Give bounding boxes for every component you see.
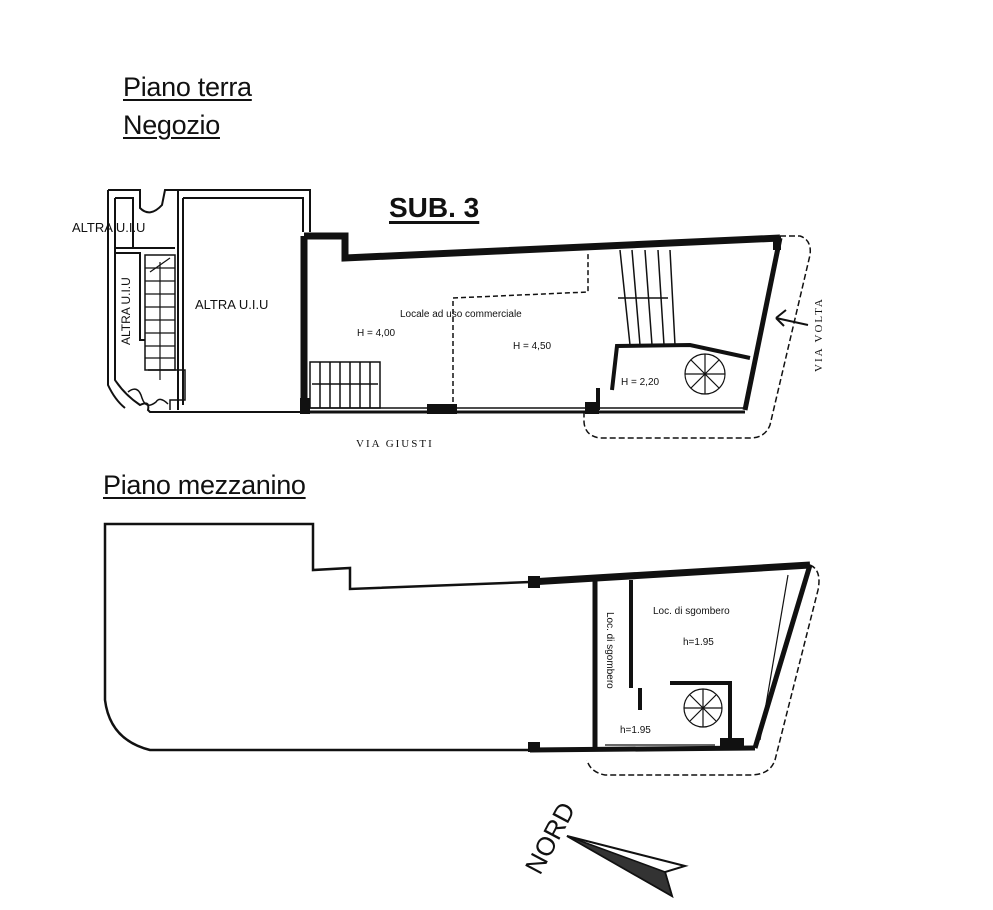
ground-floor-title: Piano terra <box>123 72 252 102</box>
mezz-height-label-1: h=1.95 <box>683 637 714 648</box>
other-unit-left-block <box>107 189 311 413</box>
mezzanine-title: Piano mezzanino <box>103 470 306 500</box>
height-label-1: H = 4,00 <box>357 328 396 339</box>
height-label-2: H = 4,50 <box>513 341 552 352</box>
other-unit-label-vertical: ALTRA U.I.U <box>119 277 133 345</box>
mezz-room-label-1: Loc. di sgombero <box>653 606 730 617</box>
back-room-wall <box>610 342 751 391</box>
mezzanine-plan <box>103 522 820 776</box>
ground-floor-plan <box>107 189 812 439</box>
mezzanine-boundary-dashed <box>586 564 820 776</box>
north-arrow-icon <box>566 835 689 899</box>
street-label-via-giusti: VIA GIUSTI <box>356 438 434 450</box>
mezzanine-projection-line <box>452 254 589 410</box>
mezz-room-label-2: Loc. di sgombero <box>604 612 615 689</box>
ground-floor-subtitle: Negozio <box>123 110 220 140</box>
east-boundary-dashed <box>583 235 812 439</box>
entrance-arrow-icon <box>775 309 809 327</box>
spiral-stair-icon <box>684 353 726 395</box>
other-unit-label-center: ALTRA U.I.U <box>195 297 268 312</box>
sub-label: SUB. 3 <box>389 192 480 223</box>
mezz-height-label-2: h=1.95 <box>620 725 651 736</box>
stair-left <box>309 361 381 409</box>
street-label-via-volta: VIA VOLTA <box>813 297 825 372</box>
mezzanine-outline <box>103 522 531 752</box>
other-unit-label-top: ALTRA U.I.U <box>72 220 145 235</box>
mezzanine-spiral-stair-icon <box>683 688 723 728</box>
shop-walls <box>300 232 783 414</box>
room-label-commercial: Locale ad uso commerciale <box>400 309 522 320</box>
mezzanine-walls <box>528 561 813 753</box>
stair-right <box>618 249 676 346</box>
height-label-3: H = 2,20 <box>621 377 660 388</box>
